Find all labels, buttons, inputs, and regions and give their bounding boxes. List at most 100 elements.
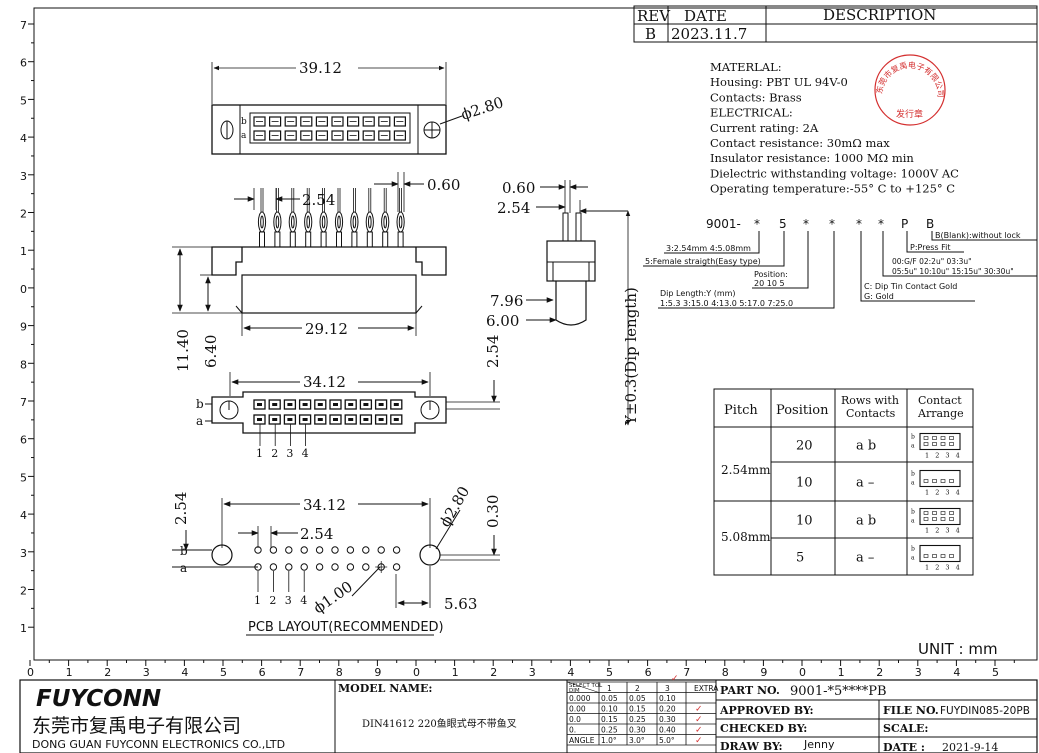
left-ruler-label: 6 [20, 434, 27, 447]
pcb-hole [362, 563, 370, 571]
left-ruler-label: 4 [20, 132, 27, 145]
left-ruler-label: 7 [20, 396, 27, 409]
tol-cell: 1.0° [601, 736, 617, 745]
bottom-ruler-label: 1 [838, 666, 845, 679]
bottom-ruler-label: 3 [529, 666, 536, 679]
material-line: Contacts: Brass [710, 90, 802, 104]
top-contact [284, 130, 297, 141]
tol-check-mark: ✓ [695, 736, 703, 746]
face-contact [374, 414, 388, 425]
pcb-hole [269, 563, 278, 571]
company-name-en: DONG GUAN FUYCONN ELECTRONICS CO.,LTD [32, 738, 285, 751]
dim-2-54-pitch: 2.54 [302, 191, 335, 209]
arrange-position: 5 [796, 551, 804, 566]
rev-date: 2023.11.7 [671, 25, 747, 43]
left-ruler-label: 3 [20, 547, 27, 560]
date-header: DATE [684, 7, 727, 25]
tol-check-mark: ✓ [671, 674, 679, 684]
bottom-ruler-label: 9 [760, 666, 767, 679]
svg-text:a: a [911, 443, 915, 450]
company-name-cn: 东莞市复禹电子有限公司 [32, 715, 241, 737]
face-pin-number: 4 [302, 447, 309, 460]
row-a-label-top: a [241, 131, 247, 141]
material-line: Operating temperature:-55° C to +125° C [710, 182, 955, 196]
face-contact [314, 399, 327, 410]
fuyconn-logo: FUYCONN [36, 686, 161, 712]
tol-cell: 0.0 [569, 715, 581, 724]
tol-cell: 0.25 [629, 715, 646, 724]
left-ruler-label: 1 [20, 245, 27, 258]
top-contact [315, 116, 328, 127]
pcb-hole [315, 563, 324, 571]
dim-2-54-row: 2.54 [484, 335, 502, 368]
left-ruler-label: 3 [20, 170, 27, 183]
code-lock: B [926, 217, 934, 231]
pcb-pin-number: 2 [269, 594, 276, 607]
left-ruler-label: 5 [20, 94, 27, 107]
arrange-icon [919, 432, 961, 451]
tol-cell: 0.15 [629, 705, 646, 714]
pcb-pin-number: 1 [254, 594, 261, 607]
face-contact [283, 414, 297, 425]
bottom-ruler-label: 4 [181, 666, 188, 679]
left-ruler-label: 4 [20, 509, 27, 522]
face-contact [253, 414, 266, 425]
top-contact [269, 130, 282, 141]
tol-cell: 0.25 [601, 726, 618, 735]
svg-text:b: b [911, 546, 915, 553]
tol-dim-label: DIM [569, 688, 580, 694]
face-contact [344, 399, 357, 410]
left-ruler-label: 7 [20, 19, 27, 32]
svg-text:a: a [911, 480, 915, 487]
note-type: 5:Female straigth(Easy type) [645, 257, 761, 266]
bottom-ruler-label: 9 [374, 666, 381, 679]
top-view: 39.12 b a ϕ2.80 [211, 58, 506, 155]
note-position-label: Position: [754, 270, 788, 279]
row-b-label-pcb: b [180, 544, 188, 558]
face-contact [329, 414, 342, 425]
bottom-ruler-label: 0 [27, 666, 34, 679]
arrange-rows: a b [856, 514, 876, 529]
face-contact [359, 414, 373, 425]
tol-check-mark: ✓ [695, 715, 703, 725]
bottom-ruler-label: 4 [953, 666, 960, 679]
pcb-hole [377, 546, 385, 554]
dim-5-63: 5.63 [444, 595, 477, 613]
tol-cell: 0.15 [601, 715, 618, 724]
tol-cell: 0.30 [629, 726, 646, 735]
pcb-hole [285, 563, 293, 571]
header-arrange-line2: Arrange [917, 407, 964, 420]
pcb-hole [331, 546, 339, 554]
row-a-label-pcb: a [180, 561, 187, 575]
pcb-hole [392, 546, 401, 554]
pitch-5-08: 5.08mm [721, 530, 771, 544]
material-line: ELECTRICAL: [710, 106, 793, 120]
face-contact [314, 414, 327, 425]
tol-cell: 0.05 [601, 694, 618, 703]
tol-header-cell: 1 [607, 684, 612, 693]
arrange-icon [919, 469, 961, 488]
left-ruler-label: 5 [20, 471, 27, 484]
unit-label: UNIT : mm [918, 640, 998, 658]
code-position: * [803, 217, 809, 231]
company-stamp: 东莞市复禹电子有限公司 发行章 [874, 54, 946, 126]
tol-cell: 0.10 [659, 694, 676, 703]
note-plating-1: 00:G/F 02:2u" 03:3u" [892, 257, 972, 266]
note-contact-1: C: Dip Tin Contact Gold [864, 282, 957, 291]
note-press: P:Press Fit [910, 243, 951, 252]
svg-text:a: a [911, 555, 915, 562]
top-contact [347, 116, 360, 127]
code-contact: * [856, 217, 862, 231]
header-arrange-line1: Contact [918, 394, 962, 407]
pitch-2-54: 2.54mm [721, 463, 771, 477]
dim-39-12: 39.12 [299, 59, 342, 77]
press-fit-pin [397, 231, 404, 248]
part-no-label: PART NO. [720, 684, 780, 697]
bottom-ruler-label: 3 [143, 666, 150, 679]
bottom-ruler-label: 6 [645, 666, 652, 679]
header-pitch: Pitch [724, 403, 758, 418]
bottom-ruler-label: 2 [104, 666, 111, 679]
top-contact [378, 116, 391, 127]
